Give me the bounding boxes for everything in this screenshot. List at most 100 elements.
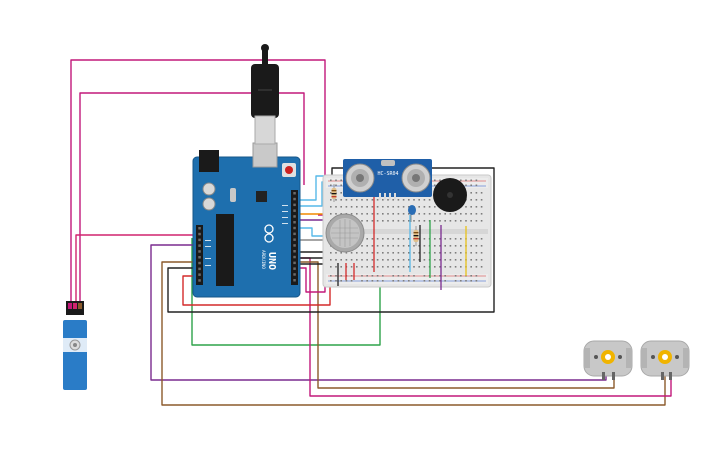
- breadboard-hole: [475, 220, 478, 222]
- servo-wire-pink[interactable]: [75, 234, 195, 305]
- breadboard-hole: [361, 206, 363, 208]
- header-pin[interactable]: [198, 244, 201, 247]
- breadboard-hole: [454, 266, 457, 268]
- breadboard-hole: [434, 245, 436, 247]
- header-pin[interactable]: [198, 273, 201, 276]
- breadboard-hole: [397, 266, 400, 268]
- resistor-2[interactable]: [413, 226, 419, 246]
- breadboard-hole: [371, 280, 374, 282]
- arduino-uno[interactable]: ARDUINO UNO: [192, 142, 301, 298]
- breadboard-hole: [376, 199, 379, 201]
- breadboard-hole: [470, 184, 472, 187]
- power-header[interactable]: [196, 225, 203, 285]
- magenta-lower-wire[interactable]: [300, 255, 326, 293]
- breadboard-hole: [340, 213, 342, 215]
- breadboard-hole: [397, 275, 400, 277]
- resistor-1[interactable]: [331, 184, 337, 202]
- breadboard-hole: [397, 238, 400, 240]
- header-pin[interactable]: [293, 273, 296, 276]
- servo-motor[interactable]: [58, 301, 92, 390]
- header-pin[interactable]: [293, 232, 296, 236]
- header-pin[interactable]: [198, 250, 201, 253]
- breadboard-hole: [402, 266, 405, 268]
- header-pin[interactable]: [198, 232, 201, 236]
- header-pin[interactable]: [198, 227, 201, 230]
- header-pin[interactable]: [293, 209, 296, 212]
- breadboard-hole: [408, 238, 410, 240]
- uno-text: UNO: [266, 252, 277, 270]
- breadboard-hole: [371, 199, 374, 201]
- breadboard-hole: [371, 238, 374, 240]
- usb-cable-icon: [251, 64, 279, 118]
- dc-motor-1[interactable]: [583, 340, 633, 380]
- power-jack[interactable]: [199, 150, 219, 172]
- purple-wire[interactable]: [150, 244, 607, 381]
- breadboard-hole: [460, 220, 462, 222]
- breadboard-hole: [408, 266, 410, 268]
- breadboard-hole: [428, 199, 431, 201]
- gas-sensor[interactable]: [325, 213, 365, 253]
- black-ground-wire[interactable]: [167, 167, 495, 313]
- reset-button[interactable]: [285, 166, 293, 174]
- breadboard-hole: [345, 259, 348, 261]
- header-pin[interactable]: [293, 192, 296, 195]
- header-pin[interactable]: [293, 255, 296, 259]
- breadboard-hole: [460, 179, 462, 182]
- header-pin[interactable]: [293, 244, 296, 247]
- header-pin[interactable]: [293, 267, 296, 270]
- breadboard-hole: [418, 259, 420, 261]
- breadboard-hole: [413, 199, 415, 201]
- breadboard-hole: [382, 275, 384, 277]
- breadboard-hole: [444, 245, 446, 247]
- red-power-wire[interactable]: [182, 275, 331, 306]
- breadboard-hole: [366, 220, 368, 222]
- breadboard-hole: [366, 259, 368, 261]
- header-pin[interactable]: [293, 238, 296, 241]
- header-pin[interactable]: [293, 215, 296, 218]
- buzzer[interactable]: [433, 178, 467, 212]
- header-pin[interactable]: [293, 279, 296, 282]
- led[interactable]: [408, 205, 416, 222]
- breadboard-hole: [460, 238, 462, 240]
- header-pin[interactable]: [198, 279, 201, 282]
- breadboard-hole: [330, 213, 332, 215]
- breadboard-hole: [475, 259, 478, 261]
- breadboard-hole: [480, 245, 483, 247]
- header-pin[interactable]: [198, 256, 201, 259]
- header-pin[interactable]: [293, 250, 296, 253]
- breadboard-hole: [434, 280, 436, 282]
- header-pin[interactable]: [293, 203, 296, 207]
- servo-wire-magenta-2[interactable]: [79, 92, 305, 305]
- breadboard-hole: [371, 259, 374, 261]
- breadboard-hole: [460, 252, 462, 254]
- ultrasonic-sensor[interactable]: HC-SR04: [343, 159, 432, 200]
- usb-port[interactable]: [252, 142, 278, 168]
- breadboard-hole: [376, 266, 379, 268]
- breadboard-hole: [449, 245, 452, 247]
- breadboard-hole: [361, 280, 363, 282]
- dc-motor-2[interactable]: [640, 340, 690, 380]
- breadboard-hole: [423, 259, 426, 261]
- header-pin[interactable]: [198, 261, 201, 265]
- breadboard-hole: [439, 179, 441, 182]
- header-pin[interactable]: [293, 226, 296, 230]
- header-pin[interactable]: [293, 197, 296, 201]
- header-pin[interactable]: [293, 221, 296, 224]
- lightblue-wire-3[interactable]: [300, 227, 330, 237]
- breadboard-hole: [402, 213, 405, 215]
- usb-cable[interactable]: [251, 44, 279, 145]
- digital-header[interactable]: [291, 190, 298, 285]
- breadboard-hole: [371, 245, 374, 247]
- breadboard-hole: [418, 220, 420, 222]
- breadboard-hole: [475, 280, 478, 282]
- breadboard-hole: [454, 280, 457, 282]
- header-pin[interactable]: [198, 267, 201, 271]
- breadboard-hole: [480, 238, 483, 240]
- header-pin[interactable]: [198, 238, 201, 242]
- breadboard-hole: [465, 220, 467, 222]
- header-pin[interactable]: [293, 261, 296, 265]
- servo-motor-icon: [63, 320, 87, 390]
- breadboard-hole: [345, 252, 348, 254]
- brown-wire-motor1[interactable]: [300, 261, 615, 389]
- breadboard-hole: [376, 220, 379, 222]
